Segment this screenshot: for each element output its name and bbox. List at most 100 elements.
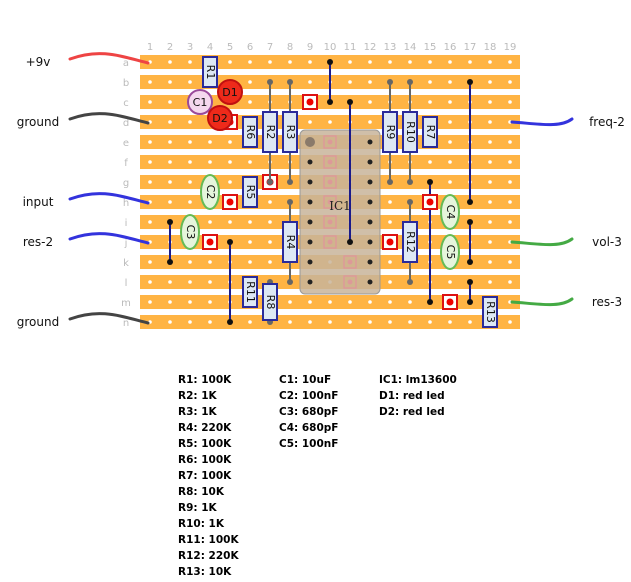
hole xyxy=(508,60,512,64)
link-end xyxy=(467,299,473,305)
hole xyxy=(148,80,152,84)
hole xyxy=(408,60,412,64)
row-label: k xyxy=(123,258,129,269)
hole xyxy=(508,260,512,264)
hole xyxy=(508,160,512,164)
ic-track-cut-dot xyxy=(327,179,333,185)
resistor-body xyxy=(402,111,418,153)
bom-item: R10: 1K xyxy=(178,518,224,530)
off-board-label: res-2 xyxy=(23,235,53,249)
hole xyxy=(268,220,272,224)
ic-track-cut xyxy=(323,195,337,209)
bom-item: D2: red led xyxy=(379,406,445,418)
resistor-end xyxy=(387,79,393,85)
link-end xyxy=(427,299,433,305)
row-label: l xyxy=(125,278,128,289)
bom-item: R5: 100K xyxy=(178,438,232,450)
column-label: 8 xyxy=(287,42,293,53)
ic-track-cut xyxy=(343,275,357,289)
ic-track-cut xyxy=(323,135,337,149)
ic-pin xyxy=(367,279,373,285)
bom-item: R11: 100K xyxy=(178,534,239,546)
off-board-wire xyxy=(68,192,150,205)
capacitor-label: C2 xyxy=(204,185,217,200)
hole xyxy=(248,220,252,224)
link-end xyxy=(227,239,233,245)
resistor-end xyxy=(287,179,293,185)
link-end xyxy=(467,259,473,265)
row-label: m xyxy=(121,298,131,309)
bom-item: R2: 1K xyxy=(178,390,217,402)
bom-item: R4: 220K xyxy=(178,422,232,434)
hole xyxy=(168,200,172,204)
hole xyxy=(508,100,512,104)
hole xyxy=(208,280,212,284)
ic-pin xyxy=(307,259,313,265)
hole xyxy=(348,300,352,304)
hole xyxy=(428,60,432,64)
hole xyxy=(248,240,252,244)
ic-track-cut xyxy=(323,235,337,249)
hole xyxy=(168,120,172,124)
hole xyxy=(488,100,492,104)
column-label: 2 xyxy=(167,42,173,53)
ic-pin xyxy=(307,219,313,225)
hole xyxy=(188,260,192,264)
hole xyxy=(488,80,492,84)
hole xyxy=(228,180,232,184)
hole xyxy=(168,60,172,64)
hole xyxy=(388,220,392,224)
hole xyxy=(208,160,212,164)
resistor-body xyxy=(382,111,398,153)
hole xyxy=(308,80,312,84)
ic-track-cut-dot xyxy=(347,259,353,265)
hole xyxy=(428,160,432,164)
ic-pin xyxy=(307,239,313,245)
hole xyxy=(168,80,172,84)
hole xyxy=(148,260,152,264)
link-end xyxy=(327,99,333,105)
bom-item: C5: 100nF xyxy=(279,438,339,450)
hole xyxy=(208,260,212,264)
hole xyxy=(488,160,492,164)
hole xyxy=(408,300,412,304)
hole xyxy=(328,120,332,124)
hole xyxy=(328,320,332,324)
column-label: 11 xyxy=(344,42,357,53)
hole xyxy=(428,100,432,104)
hole xyxy=(388,60,392,64)
resistor-label: R10 xyxy=(404,121,417,143)
ic-pin1-marker xyxy=(305,137,315,147)
hole xyxy=(168,300,172,304)
column-label: 9 xyxy=(307,42,313,53)
ic-pin xyxy=(367,159,373,165)
resistor-body xyxy=(282,221,298,263)
row-label: h xyxy=(123,198,129,209)
capacitor-body xyxy=(200,174,220,210)
hole xyxy=(508,220,512,224)
resistor-body xyxy=(242,276,258,308)
hole xyxy=(168,280,172,284)
capacitor-body xyxy=(180,214,200,250)
hole xyxy=(388,320,392,324)
hole xyxy=(148,140,152,144)
hole xyxy=(188,200,192,204)
column-label: 5 xyxy=(227,42,233,53)
link-end xyxy=(167,259,173,265)
resistor-label: R13 xyxy=(484,301,497,323)
hole xyxy=(488,240,492,244)
resistor-label: R12 xyxy=(404,231,417,253)
resistor-end xyxy=(407,79,413,85)
resistor-end xyxy=(287,79,293,85)
c1-body xyxy=(187,89,213,115)
hole xyxy=(188,140,192,144)
column-label: 10 xyxy=(324,42,337,53)
bom-item: IC1: lm13600 xyxy=(379,374,457,386)
ic-label: IC1 xyxy=(329,199,351,213)
link-end xyxy=(327,59,333,65)
hole xyxy=(248,320,252,324)
hole xyxy=(308,60,312,64)
ic-track-cut xyxy=(323,155,337,169)
bom-resistors: R1: 100K R2: 1K R3: 1K R4: 220K R5: 100K… xyxy=(178,372,239,580)
link-end xyxy=(467,219,473,225)
